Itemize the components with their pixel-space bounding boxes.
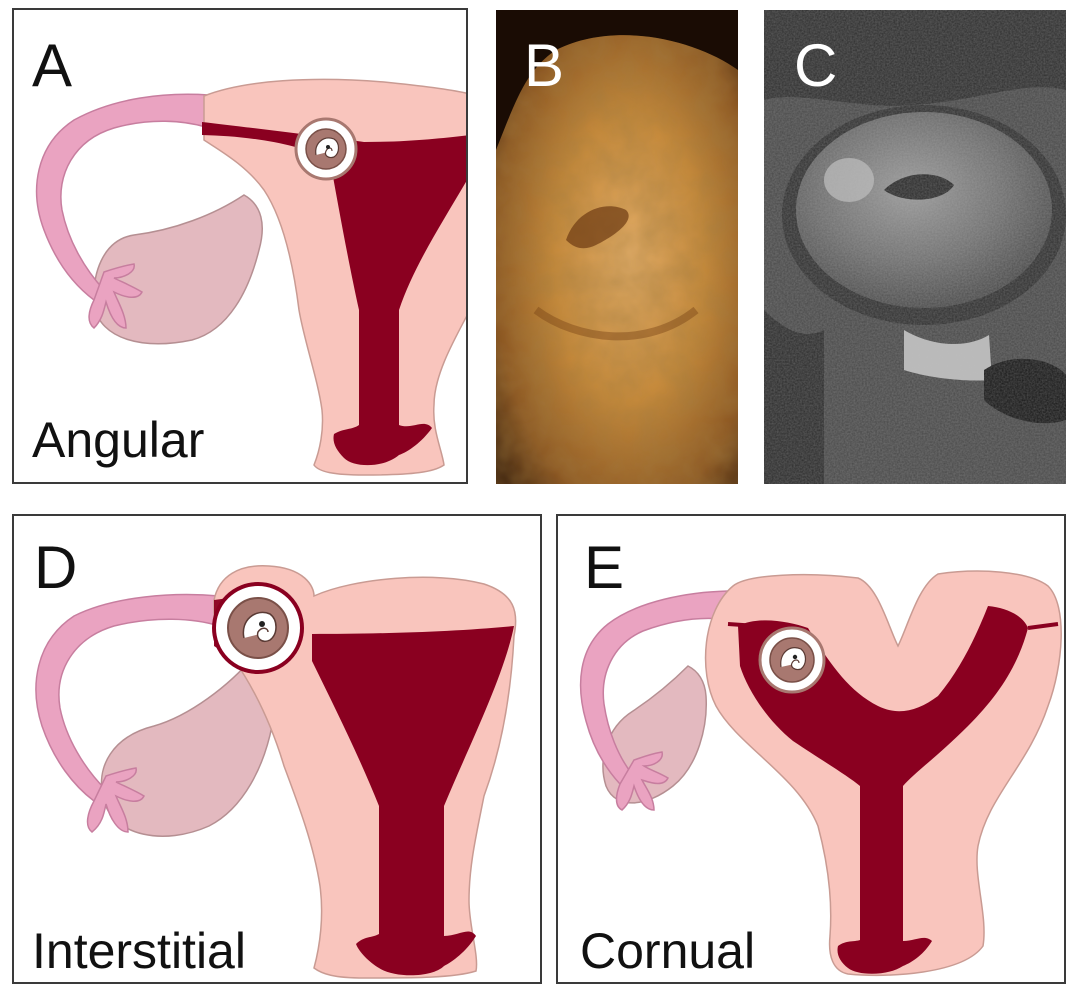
gestational-sac-icon — [214, 584, 302, 672]
panel-caption-interstitial: Interstitial — [32, 926, 246, 976]
uterus-illustration — [14, 516, 542, 984]
gestational-sac-icon — [760, 628, 824, 692]
panel-e: Cornual E — [556, 514, 1066, 984]
panel-b: B — [496, 10, 738, 484]
panel-c: C — [764, 10, 1066, 484]
panel-letter-a: A — [32, 36, 72, 96]
panel-letter-e: E — [584, 538, 624, 598]
panel-caption-angular: Angular — [32, 415, 204, 465]
panel-letter-b: B — [524, 36, 564, 96]
uterus-illustration — [558, 516, 1066, 984]
panel-letter-c: C — [794, 36, 837, 96]
panel-a: A Angular — [12, 8, 468, 484]
panel-letter-d: D — [34, 538, 77, 598]
ovary — [101, 656, 273, 836]
panel-caption-cornual: Cornual — [580, 926, 755, 976]
panel-d: Interstitial D — [12, 514, 542, 984]
gestational-sac-icon — [296, 119, 356, 179]
